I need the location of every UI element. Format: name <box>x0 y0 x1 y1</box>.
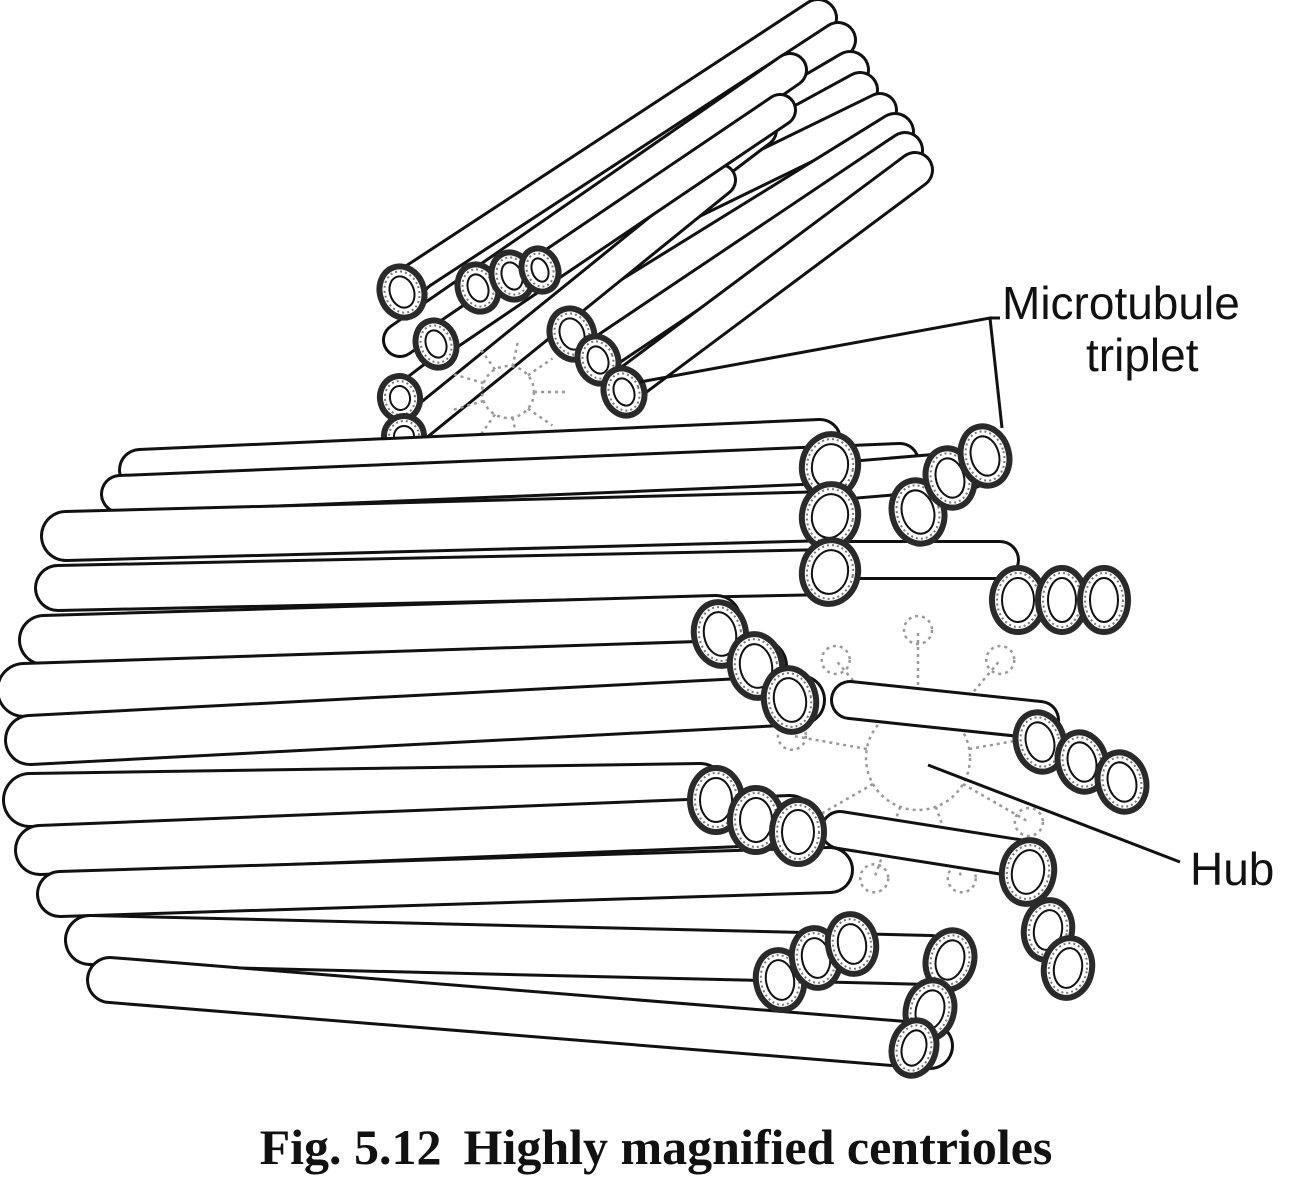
microtubule-ring <box>798 431 862 501</box>
hub-label: Hub <box>1190 843 1275 895</box>
microtubule <box>18 594 742 666</box>
hub-core <box>864 704 972 812</box>
microtubule <box>380 0 838 312</box>
microtubule <box>820 810 1050 880</box>
spoke-knob <box>985 644 1016 676</box>
microtubule-ring <box>376 373 424 423</box>
microtubule-ring <box>798 537 862 607</box>
microtubule <box>2 762 728 828</box>
figure-number: Fig. 5.12 <box>259 1119 442 1175</box>
microtubule <box>601 151 934 409</box>
microtubule-ring <box>989 565 1047 635</box>
microtubule-ring <box>600 365 648 419</box>
microtubule-ring <box>1094 749 1150 815</box>
microtubule <box>579 131 924 375</box>
microtubule-ring <box>412 317 460 371</box>
microtubule-ring <box>998 837 1058 907</box>
microtubule-ring <box>769 797 827 867</box>
microtubule <box>4 674 826 766</box>
microtubule <box>86 956 954 1070</box>
upper-hub-spoke <box>453 399 484 411</box>
hub-spoke <box>950 659 1002 719</box>
hub-spoke <box>962 782 1030 824</box>
spoke-knob <box>858 863 890 894</box>
centriole-diagram <box>0 0 1181 1079</box>
hub-leader-line <box>927 763 1181 864</box>
microtubule-triplet-label: Microtubule triplet <box>1002 280 1240 378</box>
microtubule-label-line1: Microtubule <box>1002 277 1240 329</box>
lower-centriole <box>0 418 1150 1079</box>
microtubule <box>830 680 1060 740</box>
upper-centriole <box>376 0 934 459</box>
microtubule <box>14 794 816 876</box>
microtubule-ring <box>690 599 750 669</box>
figure-caption: Fig. 5.12 Highly magnified centrioles <box>0 1118 1312 1176</box>
spoke-knob <box>1013 806 1045 838</box>
upper-hub-spoke <box>511 340 520 367</box>
microtubule <box>552 112 915 352</box>
upper-hub-spoke <box>477 346 497 371</box>
microtubule-ring <box>957 423 1013 489</box>
microtubule <box>0 638 788 718</box>
microtubule-ring <box>888 1017 940 1079</box>
microtubule <box>40 490 856 562</box>
microtubule-ring <box>1035 565 1089 635</box>
microtubule-ring <box>1012 709 1068 775</box>
spoke-knob <box>902 614 934 646</box>
microtubule-ring <box>798 481 862 551</box>
upper-hub-spoke <box>527 357 554 377</box>
figure-caption-text: Highly magnified centrioles <box>463 1119 1053 1175</box>
microtubule <box>34 548 854 612</box>
leader-lines <box>639 316 1181 864</box>
upper-hub-spoke <box>453 373 484 385</box>
microtubule-ring <box>824 911 880 977</box>
microtubule <box>100 442 920 514</box>
microtubule-ring <box>518 245 562 295</box>
microtubule-ring <box>760 665 820 735</box>
spoke-knob <box>820 644 851 676</box>
microtubule-ring <box>1040 935 1096 1001</box>
microtubule <box>118 418 842 492</box>
hub-spoke <box>791 734 868 751</box>
microtubule <box>36 846 854 918</box>
microtubule-ring <box>1054 729 1110 795</box>
microtubule-label-line2: triplet <box>1086 329 1199 381</box>
microtubule-ring <box>1077 565 1131 635</box>
upper-hub-spoke <box>527 407 554 427</box>
microtubule-ring <box>376 263 428 321</box>
